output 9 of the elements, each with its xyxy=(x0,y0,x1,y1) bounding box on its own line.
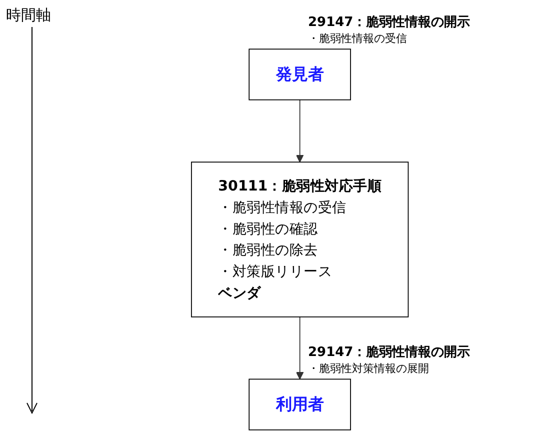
bullet-text: ・脆弱性対策情報の展開 xyxy=(308,361,430,376)
axis-label: 時間軸 xyxy=(6,6,51,25)
arrow xyxy=(296,99,304,162)
bullet-text: ・脆弱性情報の受信 xyxy=(308,31,408,46)
node-box: 発見者 xyxy=(248,48,352,100)
node-box: 30111：脆弱性対応手順 ・脆弱性情報の受信 ・脆弱性の確認 ・脆弱性の除去 ・対策版リリース ベンダ xyxy=(191,162,409,318)
arrow xyxy=(296,316,304,380)
standard-heading: 29147：脆弱性情報の開示 xyxy=(308,344,470,362)
standard-heading: 29147：脆弱性情報の開示 xyxy=(308,14,470,32)
